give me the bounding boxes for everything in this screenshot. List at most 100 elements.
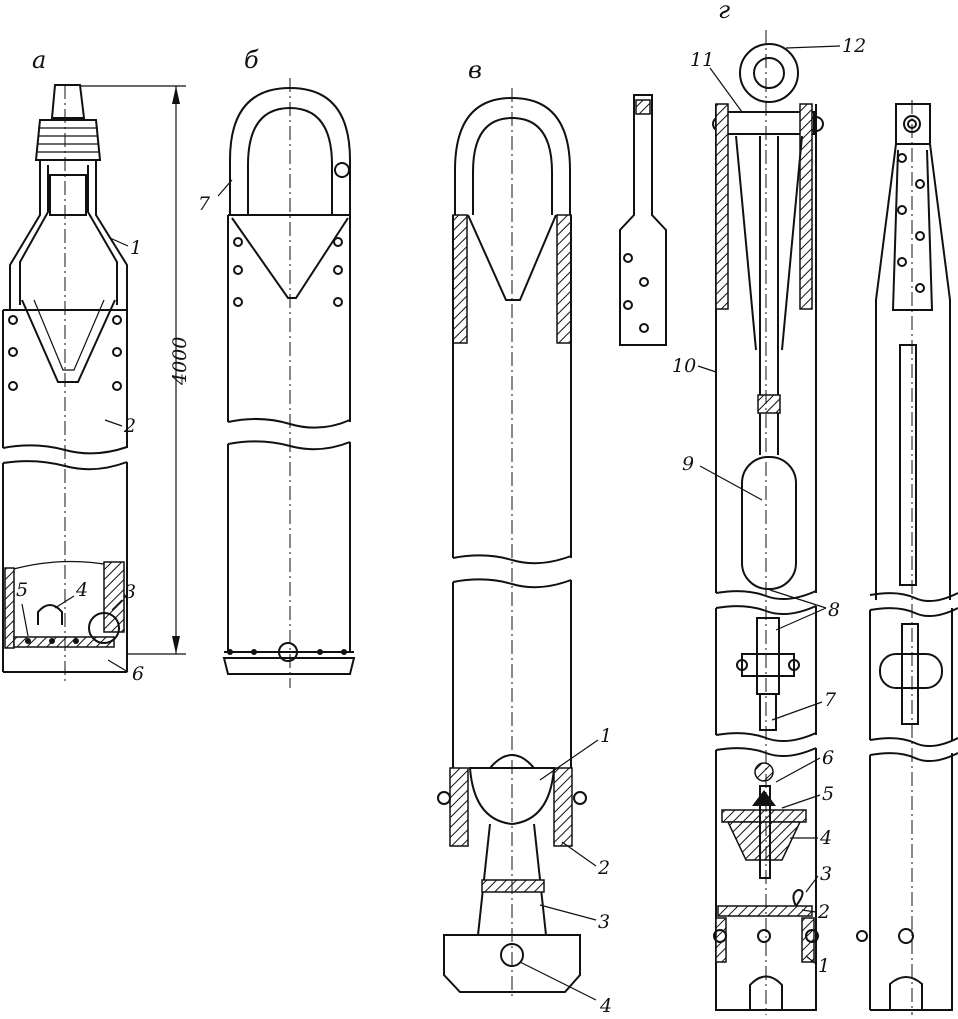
- view-b-bail-bolt: [334, 162, 350, 178]
- view-v-seat-right: [553, 767, 573, 847]
- view-v-label-2: 2: [597, 857, 610, 879]
- view-g-label-12: 12: [842, 35, 866, 57]
- view-a-v-inner: [33, 299, 105, 371]
- view-b-shoe: [222, 657, 356, 675]
- view-g-side-top: [895, 103, 931, 145]
- view-g-side-break-2-bottom: [869, 752, 958, 763]
- view-v-ball: [468, 767, 556, 826]
- view-v-title: в: [468, 56, 482, 84]
- view-g-side-break-1-top: [869, 592, 958, 603]
- view-b-lower-tube: [227, 442, 351, 652]
- view-a-wall-left: [4, 567, 15, 649]
- view-v-stem-band: [481, 879, 545, 893]
- view-a-dimension: 4000: [80, 85, 191, 655]
- view-a-title: а: [32, 46, 46, 74]
- view-g-valve-cone: [726, 821, 802, 861]
- view-b: б 7: [198, 46, 356, 688]
- view-g-side-break-1-bottom: [869, 607, 958, 618]
- view-g-side-clamp: [879, 653, 943, 689]
- dimension-label: 4000: [169, 337, 191, 386]
- view-g-lower-rod: [759, 693, 777, 731]
- view-b-label-7: 7: [198, 193, 211, 215]
- view-g-valve-stem: [759, 785, 771, 879]
- view-v-wall-right: [556, 214, 572, 344]
- view-v-detail-bar: [619, 94, 667, 346]
- view-a-thread: [34, 119, 102, 161]
- view-g-eye: [739, 43, 799, 103]
- view-a-labels: 1 2 3 4 5 6: [16, 237, 144, 685]
- view-g-side: [856, 100, 958, 1015]
- view-a-valve-ball: [37, 604, 63, 625]
- view-g-side-middle: [869, 608, 953, 740]
- view-a-lower-tube: [2, 462, 128, 672]
- view-v-upper-tube: [452, 215, 572, 558]
- view-g-label-11: 11: [690, 49, 714, 71]
- view-g-label-3: 3: [820, 863, 832, 885]
- view-b-rivets: [233, 237, 343, 307]
- view-g-side-shoe-notch: [889, 976, 923, 1010]
- view-v-seat-left: [449, 767, 469, 847]
- view-v-label-4: 4: [599, 995, 612, 1017]
- view-b-upper-tube: [227, 215, 351, 422]
- view-g-hinge: [792, 888, 804, 907]
- view-a: а: [2, 46, 191, 685]
- view-a-v-plate: [21, 299, 116, 383]
- view-g-valve-plate: [721, 809, 807, 823]
- view-a-bail-inner: [19, 165, 118, 305]
- view-v-labels: 1 2 3 4: [519, 725, 612, 1017]
- view-g-eye-hole: [753, 57, 785, 89]
- view-v: в 1 2: [437, 56, 667, 1017]
- view-a-break-bottom: [2, 460, 128, 471]
- view-g: г: [672, 0, 866, 1015]
- view-b-break-bottom: [227, 440, 351, 451]
- view-g-guide-right: [799, 103, 813, 310]
- view-v-wall-left: [452, 214, 468, 344]
- view-g-label-10: 10: [672, 355, 696, 377]
- view-a-rivets: [8, 315, 122, 391]
- view-g-valve-nut: [752, 790, 776, 806]
- view-g-label-6: 6: [822, 747, 834, 769]
- view-a-bail-outer: [9, 160, 128, 310]
- view-g-label-7: 7: [824, 689, 837, 711]
- view-b-valve: [278, 642, 298, 662]
- view-g-coupling-rod: [756, 617, 780, 695]
- view-a-label-1: 1: [130, 237, 142, 259]
- view-g-label-4: 4: [819, 827, 832, 849]
- view-g-side-break-2-top: [869, 737, 958, 748]
- view-v-label-3: 3: [598, 911, 610, 933]
- view-g-weight: [741, 456, 797, 590]
- view-v-v-plate: [467, 214, 557, 301]
- view-v-label-1: 1: [600, 725, 612, 747]
- view-g-middle-tube: [715, 606, 817, 735]
- view-b-title: б: [244, 46, 259, 74]
- view-a-label-5: 5: [16, 579, 28, 601]
- view-g-rod-band: [757, 394, 781, 414]
- view-g-coupling-block: [741, 653, 795, 677]
- view-g-label-1: 1: [818, 955, 830, 977]
- view-a-bail-window: [49, 174, 87, 216]
- view-a-nozzle: [50, 84, 86, 119]
- view-g-labels: 12 11 10 9 8 7 6 5 4 3 2 1: [672, 35, 866, 977]
- view-a-label-6: 6: [132, 663, 144, 685]
- view-g-guide-left: [715, 103, 729, 310]
- view-a-label-2: 2: [123, 415, 136, 437]
- view-g-bottom-plate: [717, 905, 813, 917]
- view-g-title: г: [718, 0, 730, 24]
- view-a-wall-section: [103, 561, 125, 633]
- view-g-side-rivets: [897, 153, 925, 293]
- view-g-cone: [735, 135, 803, 351]
- view-v-break-bottom: [452, 578, 572, 589]
- view-a-upper-tube: [2, 310, 128, 448]
- view-b-break-top: [227, 418, 351, 429]
- view-g-side-body: [875, 143, 951, 600]
- view-g-side-slot: [899, 344, 917, 586]
- view-v-break-top: [452, 554, 572, 565]
- view-a-label-3: 3: [124, 581, 136, 603]
- view-g-label-9: 9: [682, 453, 694, 475]
- view-a-cut: [9, 560, 111, 571]
- view-g-label-2: 2: [817, 901, 830, 923]
- view-g-valve-head: [754, 762, 774, 782]
- view-a-label-4: 4: [75, 579, 88, 601]
- view-g-side-rod: [901, 623, 919, 725]
